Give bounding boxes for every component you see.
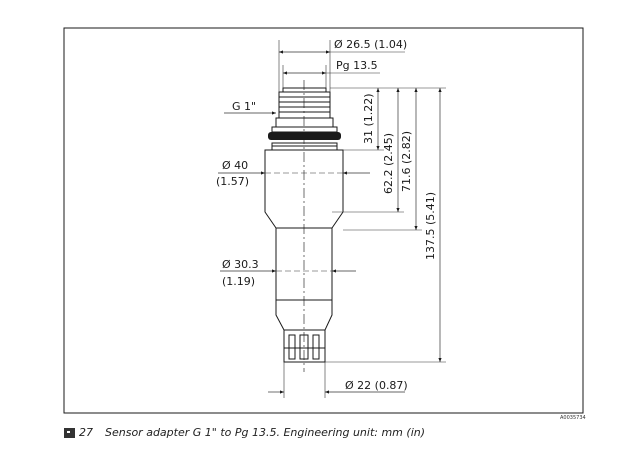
dim-length-31: 31 (1.22) xyxy=(362,93,375,144)
dim-shaft-metric: Ø 30.3 xyxy=(222,258,259,271)
dimension-length-137: 137.5 (5.41) xyxy=(424,88,442,362)
adapter-part xyxy=(264,87,344,363)
dimension-length-62: 62.2 (2.45) xyxy=(382,88,400,212)
dim-length-62: 62.2 (2.45) xyxy=(382,133,395,194)
length-extension-lines xyxy=(325,87,446,363)
dimension-top-diameter: Ø 26.5 (1.04) xyxy=(278,38,407,92)
figure-caption-text: Sensor adapter G 1" to Pg 13.5. Engineer… xyxy=(105,426,426,439)
dim-shaft-imperial: (1.19) xyxy=(222,275,255,288)
dim-top-diameter: Ø 26.5 (1.04) xyxy=(334,38,407,51)
dim-body-imperial: (1.57) xyxy=(216,175,249,188)
dim-body-metric: Ø 40 xyxy=(222,159,248,172)
dimension-shaft-diameter: Ø 30.3 (1.19) xyxy=(220,258,356,288)
dimension-g-thread: G 1" xyxy=(224,100,276,115)
dim-tip: Ø 22 (0.87) xyxy=(345,379,408,392)
figure-caption: 27 Sensor adapter G 1" to Pg 13.5. Engin… xyxy=(64,426,425,439)
dimension-pg-thread: Pg 13.5 xyxy=(282,59,380,88)
figure-icon xyxy=(64,427,75,438)
dimension-length-71: 71.6 (2.82) xyxy=(400,88,418,230)
dim-length-137: 137.5 (5.41) xyxy=(424,192,437,260)
dimension-tip-diameter: Ø 22 (0.87) xyxy=(268,362,408,398)
dim-length-71: 71.6 (2.82) xyxy=(400,131,413,192)
drawing-frame xyxy=(63,27,584,414)
dim-g-thread: G 1" xyxy=(232,100,256,113)
dimension-body-diameter: Ø 40 (1.57) xyxy=(216,159,370,188)
drawing-reference-id: A0035734 xyxy=(560,415,586,421)
dim-pg-thread: Pg 13.5 xyxy=(336,59,378,72)
dimension-length-31: 31 (1.22) xyxy=(362,88,380,150)
figure-number: 27 xyxy=(79,426,93,439)
o-ring xyxy=(268,132,341,140)
